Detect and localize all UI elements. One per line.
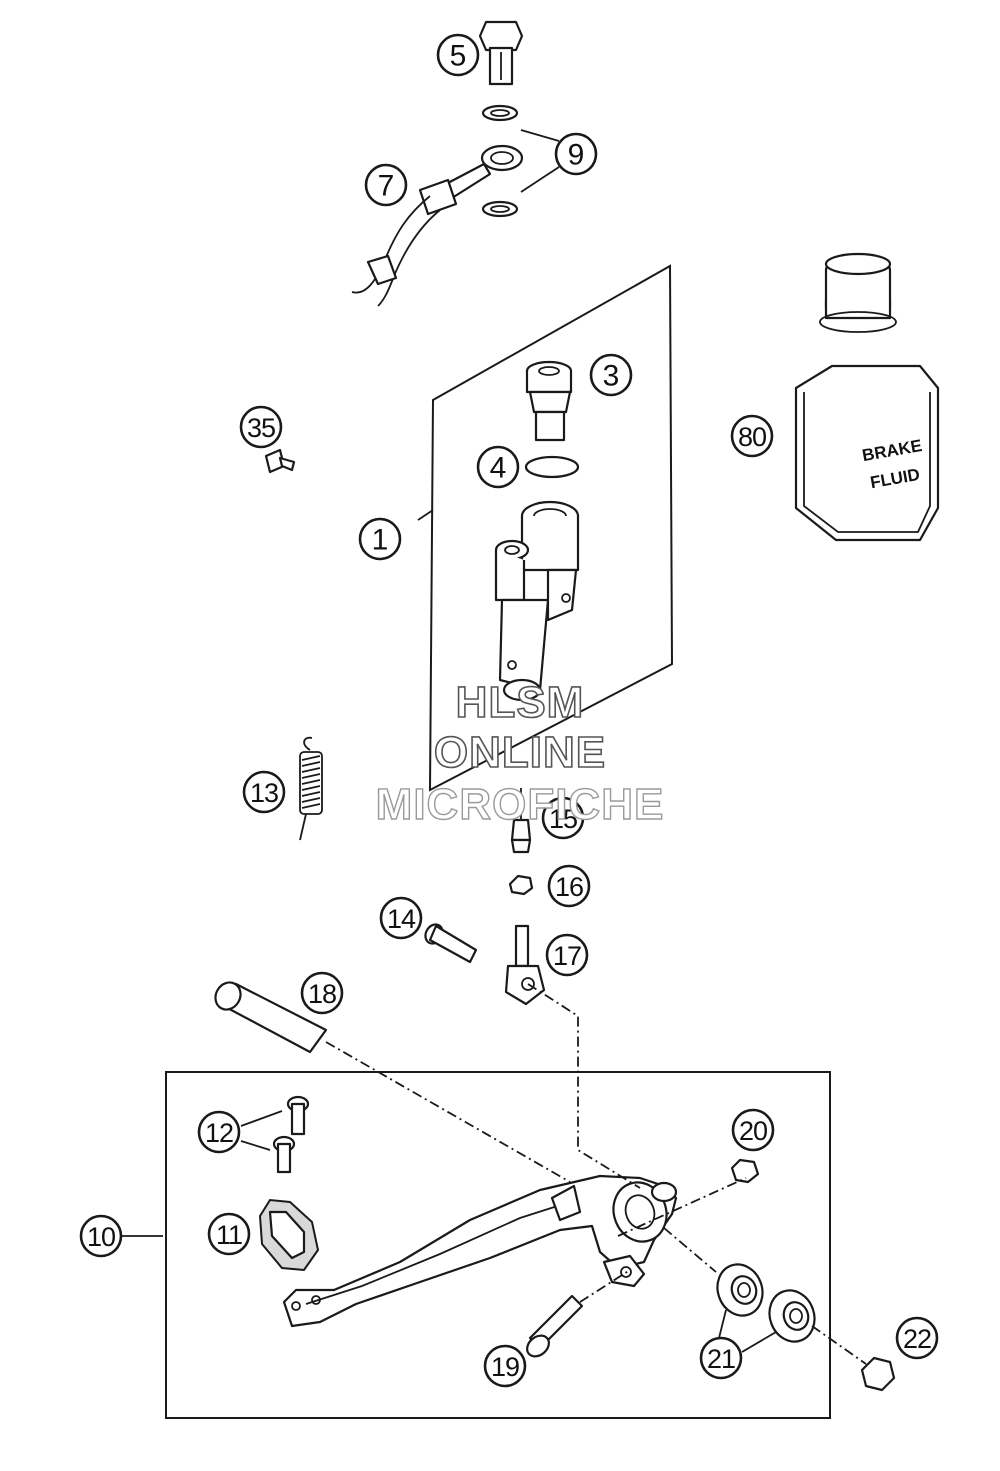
master-cylinder-group-frame — [428, 264, 674, 792]
callout-11-label: 11 — [216, 1220, 242, 1250]
callout-20-label: 20 — [739, 1116, 767, 1146]
banjo-bolt-part — [478, 20, 524, 86]
callout-15-label: 15 — [549, 804, 577, 834]
callout-35-label: 35 — [247, 413, 275, 443]
callout-11: 11 — [207, 1212, 251, 1256]
watermark-line-2: ONLINE — [433, 727, 607, 778]
watermark-line-3: MICROFICHE — [375, 779, 665, 829]
callout-14: 14 — [379, 896, 423, 940]
callout-17-label: 17 — [553, 941, 581, 971]
callout-20: 20 — [731, 1108, 775, 1152]
callout-80: 80 — [730, 414, 774, 458]
pivot-pin-part — [214, 981, 328, 1054]
lever-nut-part — [730, 1158, 760, 1184]
callout-35: 35 — [239, 405, 283, 449]
step-plate-bolt-part — [272, 1095, 310, 1174]
callout-14-label: 14 — [387, 904, 416, 934]
callout-10: 10 — [79, 1214, 123, 1258]
callout-9: 9 — [554, 132, 598, 176]
callout-13: 13 — [242, 770, 286, 814]
callout-1-label: 1 — [372, 524, 389, 557]
master-cylinder-part — [494, 500, 580, 702]
callout-19-label: 19 — [491, 1352, 519, 1382]
sealing-ring-part — [481, 104, 519, 218]
callout-12: 12 — [197, 1110, 241, 1154]
callout-7: 7 — [364, 163, 408, 207]
callout-22-label: 22 — [903, 1324, 931, 1354]
screw-part — [264, 448, 296, 474]
return-spring-part — [299, 736, 323, 841]
callout-19: 19 — [483, 1344, 527, 1388]
callout-7-label: 7 — [378, 170, 395, 203]
brake-fluid-can: BRAKE FLUID — [794, 252, 940, 542]
brake-line-part — [351, 144, 524, 307]
callout-16: 16 — [547, 864, 591, 908]
callout-4-label: 4 — [490, 452, 507, 485]
nut-part — [508, 874, 534, 896]
lever-bolt-part — [526, 1294, 584, 1358]
watermark-line-1: HLSM — [455, 677, 585, 728]
leader-lines — [122, 129, 867, 1365]
callout-9-label: 9 — [568, 139, 585, 172]
callout-15: 15 — [541, 796, 585, 840]
bearing-part — [716, 1263, 816, 1343]
callout-10-label: 10 — [87, 1222, 115, 1252]
reservoir-adapter-part — [525, 360, 573, 442]
foot-brake-lever-part — [282, 1174, 678, 1328]
foot-brake-lever-group-frame — [165, 1071, 831, 1419]
callout-21-label: 21 — [707, 1344, 735, 1374]
callout-13-label: 13 — [250, 778, 278, 808]
callout-5: 5 — [436, 33, 480, 77]
callout-1: 1 — [358, 517, 402, 561]
callout-17: 17 — [545, 933, 589, 977]
callout-5-label: 5 — [450, 40, 467, 73]
push-rod-part — [510, 788, 532, 854]
fork-head-part — [504, 924, 546, 1006]
callout-18-label: 18 — [308, 979, 336, 1009]
callout-4: 4 — [476, 445, 520, 489]
step-plate-part — [258, 1198, 320, 1272]
callout-21: 21 — [699, 1336, 743, 1380]
callout-12-label: 12 — [205, 1118, 233, 1148]
callout-22: 22 — [895, 1316, 939, 1360]
callout-18: 18 — [300, 971, 344, 1015]
callout-3: 3 — [589, 353, 633, 397]
bolt-part — [424, 923, 478, 964]
o-ring-part — [524, 455, 580, 479]
callout-3-label: 3 — [603, 360, 620, 393]
callout-80-label: 80 — [738, 422, 766, 452]
axle-nut-part — [860, 1356, 896, 1392]
callout-16-label: 16 — [555, 872, 583, 902]
